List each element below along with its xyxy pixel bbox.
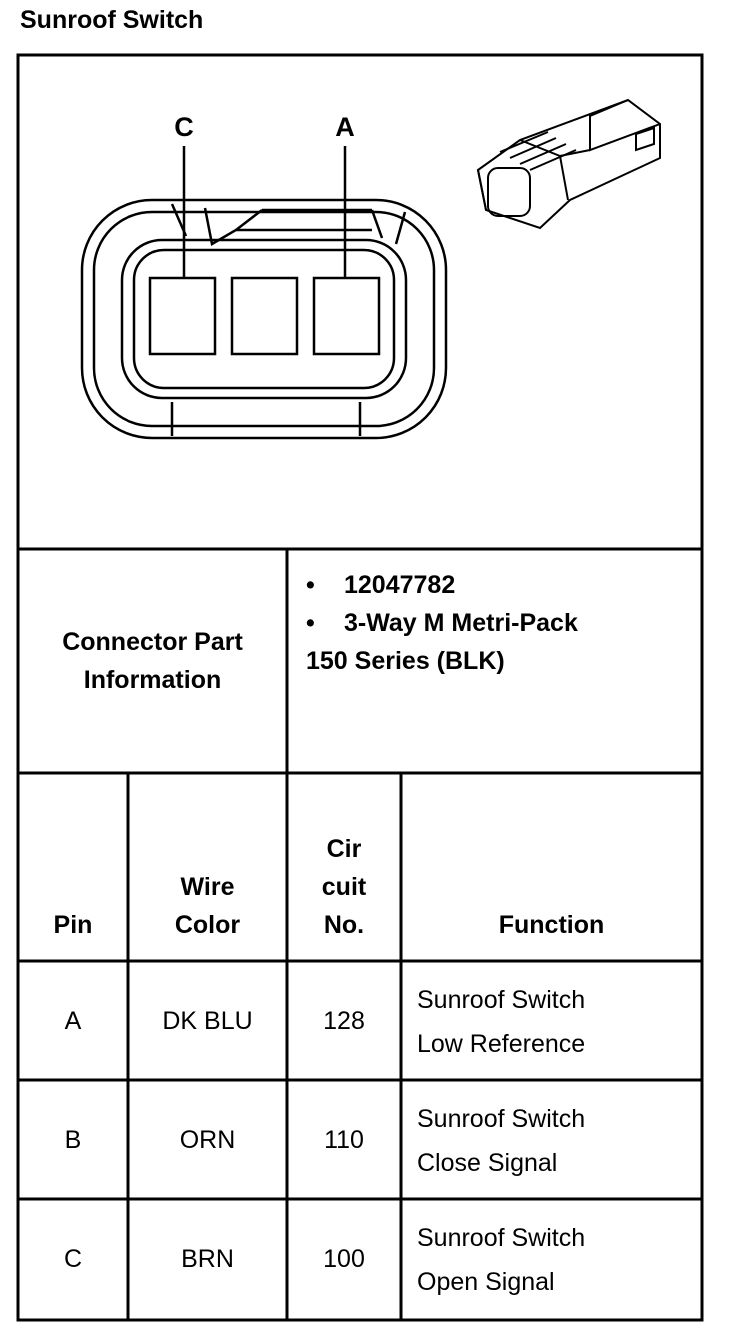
row-a-circuit: 128 bbox=[323, 1007, 365, 1035]
part-info-label: Connector Part Information bbox=[18, 623, 287, 699]
row-a-function-line: Low Reference bbox=[417, 1030, 586, 1058]
row-b-wire-color: ORN bbox=[179, 1126, 236, 1154]
header-circuit-line: No. bbox=[323, 911, 365, 939]
row-c-wire-color: BRN bbox=[181, 1245, 234, 1273]
bullet-glyph: • bbox=[306, 571, 315, 599]
part-info-bullet: • 12047782 bbox=[306, 566, 578, 604]
connector-3d-illustration bbox=[476, 98, 661, 230]
header-wire-color-line: Color bbox=[174, 911, 241, 939]
connector-outer-shell bbox=[80, 198, 448, 440]
header-function: Function bbox=[498, 911, 605, 939]
part-info-label-line: Connector Part bbox=[62, 628, 243, 656]
header-pin: Pin bbox=[53, 911, 93, 939]
connector-face bbox=[80, 146, 448, 440]
row-a-wire-color: DK BLU bbox=[162, 1007, 253, 1035]
connector-top-latch bbox=[170, 203, 407, 246]
row-c-pin: C bbox=[63, 1245, 83, 1273]
connector-bottom-key bbox=[170, 402, 362, 436]
part-type: 3-Way M Metri-Pack bbox=[344, 609, 578, 637]
row-b-circuit: 110 bbox=[324, 1126, 364, 1154]
connector-cavity-inner bbox=[132, 248, 396, 390]
header-wire-color-line: Wire bbox=[180, 873, 235, 901]
row-a-pin: A bbox=[64, 1007, 82, 1035]
bullet-glyph: • bbox=[306, 609, 315, 637]
row-b-pin: B bbox=[64, 1126, 82, 1154]
page-title: Sunroof Switch bbox=[20, 6, 204, 34]
terminal-cavity-a bbox=[312, 276, 381, 356]
pin-label-a: A bbox=[335, 112, 355, 142]
part-info-bullet: • 3-Way M Metri-Pack bbox=[306, 604, 578, 642]
row-c-function: Sunroof Switch Open Signal bbox=[417, 1216, 585, 1304]
terminal-cavity-c bbox=[148, 276, 217, 356]
row-c-circuit: 100 bbox=[323, 1245, 365, 1273]
row-b-function-line: Close Signal bbox=[417, 1149, 558, 1177]
header-wire-color: Wire Color bbox=[128, 868, 287, 944]
part-info-label-line: Information bbox=[83, 666, 222, 694]
connector-cavity-wall bbox=[120, 238, 408, 400]
row-b-function-line: Sunroof Switch bbox=[417, 1105, 586, 1133]
row-b-function: Sunroof Switch Close Signal bbox=[417, 1097, 585, 1185]
part-info-details: • 12047782 • 3-Way M Metri-Pack 150 Series… bbox=[306, 566, 578, 680]
header-circuit: Cir cuit No. bbox=[287, 830, 401, 944]
row-c-function-line: Sunroof Switch bbox=[417, 1224, 586, 1252]
connector-inner-shell bbox=[92, 210, 436, 428]
row-c-function-line: Open Signal bbox=[417, 1268, 555, 1296]
part-series: 150 Series (BLK) bbox=[306, 647, 505, 675]
part-number: 12047782 bbox=[344, 571, 456, 599]
header-circuit-line: Cir bbox=[326, 835, 362, 863]
terminal-cavity-b bbox=[230, 276, 299, 356]
row-a-function: Sunroof Switch Low Reference bbox=[417, 978, 585, 1066]
pin-label-c: C bbox=[174, 112, 194, 142]
header-circuit-line: cuit bbox=[321, 873, 367, 901]
row-a-function-line: Sunroof Switch bbox=[417, 986, 586, 1014]
outer-border bbox=[16, 53, 704, 1322]
